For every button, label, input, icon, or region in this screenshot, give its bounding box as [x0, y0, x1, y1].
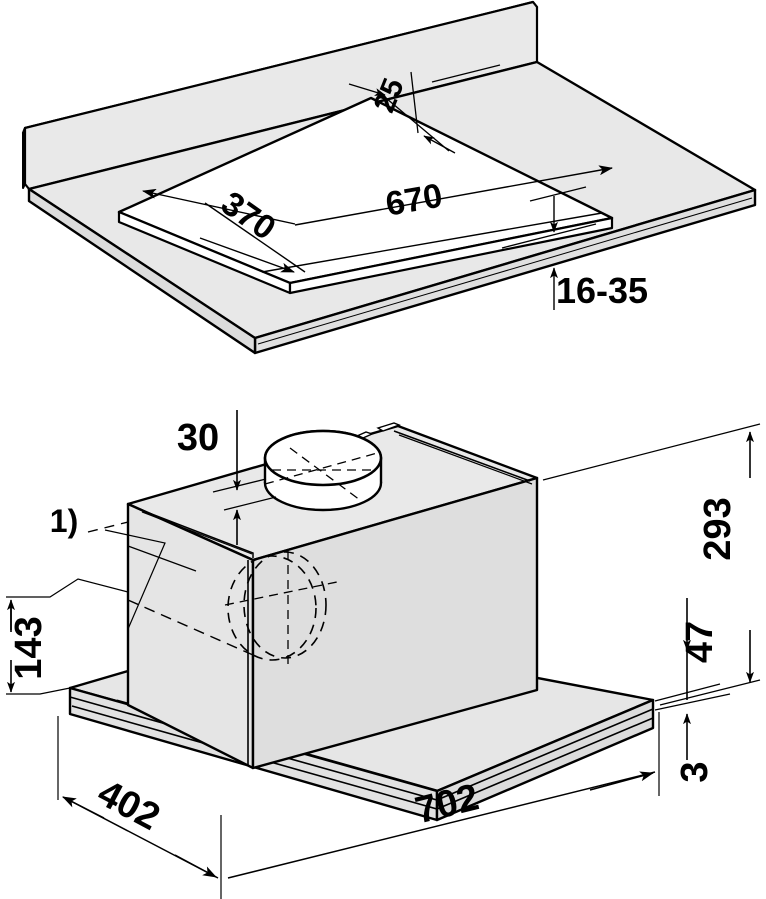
- dimension-label-3: 3: [674, 761, 716, 782]
- footnote-inner-line: [127, 545, 197, 572]
- dimension-143: 143: [6, 578, 129, 695]
- dimension-293: 293: [542, 423, 761, 706]
- duct-collar-top-ellipse: [263, 429, 383, 487]
- clip-4: [376, 422, 401, 432]
- backsplash-left-edge: [22, 127, 26, 189]
- dimension-label-293: 293: [697, 497, 739, 560]
- dimension-30: 30: [177, 410, 277, 545]
- dim702-line: [227, 771, 656, 879]
- dimension-label-402: 402: [91, 772, 167, 839]
- frame-lip-line-2: [71, 705, 654, 810]
- outlet-centre-h: [224, 581, 338, 606]
- dim25-arrow-right: [423, 135, 456, 154]
- dimension-label-47: 47: [679, 621, 721, 663]
- dim25-extension-a: [410, 71, 419, 134]
- dimension-16-35: 16-35: [501, 186, 648, 311]
- worktop-left-edge-thickness: [27, 187, 257, 355]
- dim670-line: [261, 212, 603, 273]
- dim143-ext-bottom: [6, 687, 71, 695]
- outlet-circle-inner: [243, 551, 327, 659]
- dim1635-ext-bottom: [501, 223, 597, 249]
- dim402-arrow-right: [174, 854, 217, 878]
- housing-hidden-edge: [127, 599, 254, 656]
- alternative-outlet-circle: [224, 550, 338, 668]
- frame-right-face: [435, 698, 655, 822]
- dim25-leader: [379, 92, 450, 152]
- outlet-circle-outer: [227, 555, 317, 661]
- housing-rail-right-inner: [398, 434, 533, 485]
- worktop-front-edge-highlight: [257, 197, 753, 345]
- housing-rail-left-inner: [141, 511, 253, 555]
- hood-view: 30 1) 143 293: [6, 410, 761, 899]
- worktop-top-surface-fill: [29, 62, 755, 338]
- dim370-arrow-a: [142, 188, 296, 225]
- dim293-ext-bottom: [659, 679, 761, 706]
- housing-front-face: [251, 476, 539, 770]
- dim143-ext-top: [6, 578, 129, 598]
- footnote-leader-lower: [104, 529, 166, 630]
- dim47-ext-bottom: [654, 693, 731, 711]
- housing-rail-left: [135, 507, 254, 558]
- worktop-view: 25 370 670 16-35: [21, 0, 757, 355]
- footnote-leader-upper: [87, 521, 129, 533]
- dim370-line: [204, 202, 306, 273]
- dimension-3: 3: [674, 713, 716, 783]
- dim370-arrow-b: [199, 237, 295, 273]
- dim670-arrow-right: [294, 165, 613, 226]
- dim25-arrow-left: [348, 83, 386, 96]
- dim1635-ext-top: [529, 186, 587, 202]
- dimension-47: 47: [654, 598, 731, 711]
- dimension-label-16-35: 16-35: [556, 270, 648, 311]
- dim30-ext-a: [212, 478, 267, 493]
- worktop-slab: [27, 60, 757, 355]
- dim25-shoulder: [431, 64, 501, 83]
- dimension-label-30: 30: [177, 417, 219, 459]
- dim30-ext-b: [223, 496, 277, 511]
- dimension-label-143: 143: [8, 616, 50, 679]
- housing-rail-right: [393, 430, 531, 482]
- duct-collar: [263, 429, 383, 512]
- dim702-arrow-right: [589, 771, 654, 791]
- duct-hidden-bottom: [264, 451, 382, 485]
- footnote-marker-label: 1): [50, 503, 78, 539]
- footnote-1: 1): [50, 503, 197, 630]
- cutout-wall-front: [288, 216, 614, 295]
- backsplash-panel: [21, 0, 539, 191]
- dim293-ext-top: [542, 423, 761, 481]
